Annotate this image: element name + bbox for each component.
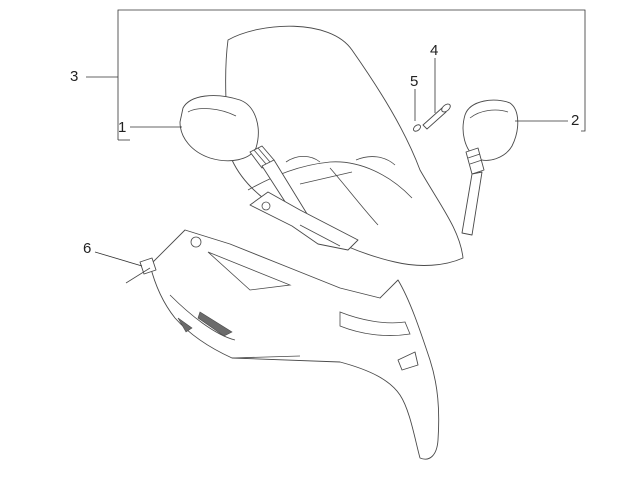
windshield bbox=[225, 25, 464, 266]
callout-1: 1 bbox=[118, 119, 127, 136]
leader-lines bbox=[94, 58, 568, 267]
bolt-screw bbox=[413, 103, 451, 132]
callout-3: 3 bbox=[70, 68, 79, 85]
callout-2: 2 bbox=[571, 112, 580, 129]
fairing-clip bbox=[125, 257, 157, 284]
callout-5: 5 bbox=[410, 73, 419, 90]
assembly-bracket bbox=[86, 9, 586, 141]
callout-4: 4 bbox=[430, 42, 439, 59]
mirror-mount-left bbox=[249, 191, 359, 251]
front-fairing bbox=[149, 229, 440, 460]
mirror-right bbox=[461, 99, 519, 236]
callout-6: 6 bbox=[83, 240, 92, 257]
